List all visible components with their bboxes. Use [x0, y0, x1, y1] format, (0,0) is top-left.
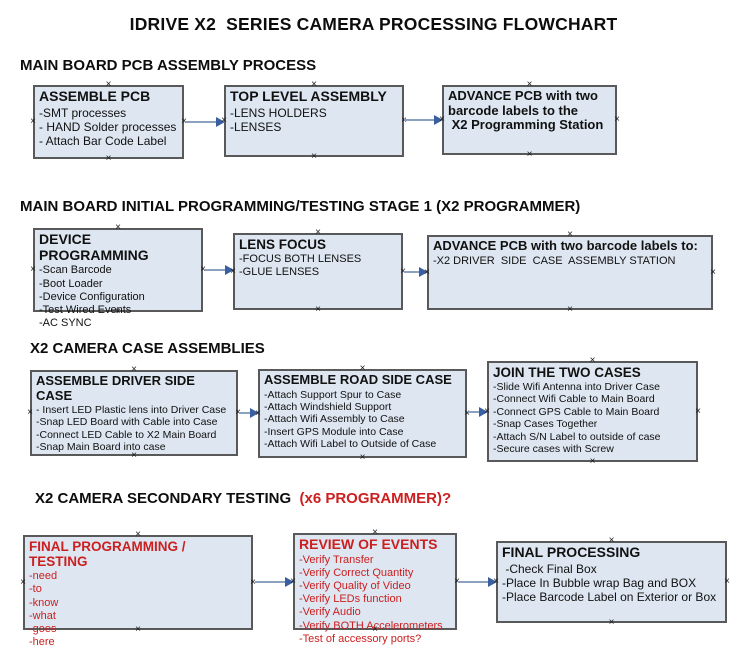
anchor-x-icon: [526, 150, 534, 160]
anchor-x-icon: [359, 453, 367, 463]
box-items: - Insert LED Plastic lens into Driver Ca…: [36, 404, 227, 454]
section-heading-case-assemblies: X2 CAMERA CASE ASSEMBLIES: [30, 340, 265, 357]
anchor-x-icon: [589, 457, 597, 467]
box-title: ASSEMBLE ROAD SIDE CASE: [264, 372, 452, 387]
flow-box-advance-pcb-driver-station: ADVANCE PCB with two barcode labels to: …: [427, 235, 713, 310]
flow-box-device-programming: DEVICE PROGRAMMING -Scan Barcode -Boot L…: [33, 228, 203, 329]
box-title: JOIN THE TWO CASES: [493, 365, 641, 380]
flow-box-top-level-assembly: TOP LEVEL ASSEMBLY -LENS HOLDERS -LENSES: [224, 85, 404, 157]
flow-box-final-programming-testing: FINAL PROGRAMMING / TESTING -need -to -k…: [23, 535, 253, 648]
anchor-x-icon: [134, 625, 142, 635]
box-items: -SMT processes - HAND Solder processes -…: [39, 105, 177, 149]
arrow-line: [186, 121, 218, 123]
anchor-x-icon: [105, 80, 113, 90]
anchor-x-icon: [723, 577, 731, 587]
anchor-x-icon: [438, 115, 446, 125]
anchor-x-icon: [694, 407, 702, 417]
box-items: -need -to -know -what -goes -here: [29, 570, 59, 649]
flow-box-join-the-two-cases: JOIN THE TWO CASES -Slide Wifi Antenna i…: [487, 361, 698, 462]
anchor-x-icon: [130, 365, 138, 375]
anchor-x-icon: [423, 268, 431, 278]
anchor-x-icon: [371, 528, 379, 538]
anchor-x-icon: [289, 577, 297, 587]
arrow-line: [468, 411, 481, 413]
flow-box-final-processing: FINAL PROCESSING -Check Final Box -Place…: [496, 541, 727, 623]
flow-box-review-of-events: REVIEW OF EVENTS -Verify Transfer -Verif…: [293, 533, 457, 645]
section-heading-initial-programming: MAIN BOARD INITIAL PROGRAMMING/TESTING S…: [20, 198, 581, 215]
anchor-x-icon: [229, 267, 237, 277]
flow-box-advance-pcb-programming-station: ADVANCE PCB with two barcode labels to t…: [442, 85, 617, 155]
box-items: -X2 DRIVER SIDE CASE ASSEMBLY STATION: [433, 254, 676, 267]
section-heading-black-part: X2 CAMERA SECONDARY TESTING: [35, 490, 300, 507]
anchor-x-icon: [134, 530, 142, 540]
anchor-x-icon: [709, 268, 717, 278]
arrow-line: [205, 269, 227, 271]
anchor-x-icon: [254, 409, 262, 419]
box-title: FINAL PROCESSING: [502, 544, 641, 560]
anchor-x-icon: [314, 228, 322, 238]
anchor-x-icon: [589, 356, 597, 366]
anchor-x-icon: [526, 80, 534, 90]
box-title: FINAL PROGRAMMING / TESTING: [29, 539, 190, 570]
box-title: ASSEMBLE DRIVER SIDE CASE: [36, 373, 199, 403]
box-title: DEVICE PROGRAMMING: [39, 231, 149, 263]
box-items: -Check Final Box -Place In Bubble wrap B…: [502, 561, 717, 605]
page-title: IDRIVE X2 SERIES CAMERA PROCESSING FLOWC…: [129, 14, 618, 34]
anchor-x-icon: [29, 117, 37, 127]
box-title: TOP LEVEL ASSEMBLY: [230, 88, 387, 104]
anchor-x-icon: [26, 408, 34, 418]
section-heading-pcb-assembly: MAIN BOARD PCB ASSEMBLY PROCESS: [20, 57, 317, 74]
anchor-x-icon: [371, 625, 379, 635]
anchor-x-icon: [310, 80, 318, 90]
box-items: -FOCUS BOTH LENSES -GLUE LENSES: [239, 253, 362, 279]
flow-box-assemble-driver-side-case: ASSEMBLE DRIVER SIDE CASE - Insert LED P…: [30, 370, 238, 456]
anchor-x-icon: [19, 578, 27, 588]
flow-box-lens-focus: LENS FOCUS -FOCUS BOTH LENSES -GLUE LENS…: [233, 233, 403, 310]
anchor-x-icon: [483, 407, 491, 417]
anchor-x-icon: [359, 364, 367, 374]
anchor-x-icon: [310, 152, 318, 162]
arrow-line: [239, 412, 252, 414]
anchor-x-icon: [314, 305, 322, 315]
box-items: -Verify Transfer -Verify Correct Quantit…: [299, 553, 443, 645]
box-items: -Attach Support Spur to Case -Attach Win…: [264, 388, 437, 451]
anchor-x-icon: [566, 230, 574, 240]
anchor-x-icon: [400, 116, 408, 126]
anchor-x-icon: [492, 577, 500, 587]
anchor-x-icon: [105, 154, 113, 164]
anchor-x-icon: [114, 223, 122, 233]
arrow-line: [458, 581, 490, 583]
arrow-line: [404, 271, 421, 273]
flow-box-assemble-pcb: ASSEMBLE PCB -SMT processes - HAND Solde…: [33, 85, 184, 159]
section-heading-secondary-testing: X2 CAMERA SECONDARY TESTING (x6 PROGRAMM…: [35, 490, 451, 507]
anchor-x-icon: [220, 116, 228, 126]
box-items: -Scan Barcode -Boot Loader -Device Confi…: [39, 264, 145, 330]
box-title: REVIEW OF EVENTS: [299, 536, 438, 552]
anchor-x-icon: [608, 536, 616, 546]
anchor-x-icon: [566, 305, 574, 315]
anchor-x-icon: [29, 265, 37, 275]
box-title: ADVANCE PCB with two barcode labels to t…: [448, 88, 604, 133]
anchor-x-icon: [463, 409, 471, 419]
arrow-line: [255, 581, 287, 583]
box-items: -LENS HOLDERS -LENSES: [230, 105, 327, 135]
arrow-line: [404, 119, 436, 121]
flow-box-assemble-road-side-case: ASSEMBLE ROAD SIDE CASE -Attach Support …: [258, 369, 467, 458]
box-title: ASSEMBLE PCB: [39, 88, 151, 104]
box-title: LENS FOCUS: [239, 237, 327, 252]
box-items: -Slide Wifi Antenna into Driver Case -Co…: [493, 381, 661, 455]
anchor-x-icon: [114, 307, 122, 317]
anchor-x-icon: [608, 618, 616, 628]
section-heading-red-part: (x6 PROGRAMMER)?: [299, 490, 452, 507]
box-title: ADVANCE PCB with two barcode labels to:: [433, 238, 698, 253]
anchor-x-icon: [613, 115, 621, 125]
anchor-x-icon: [130, 451, 138, 461]
